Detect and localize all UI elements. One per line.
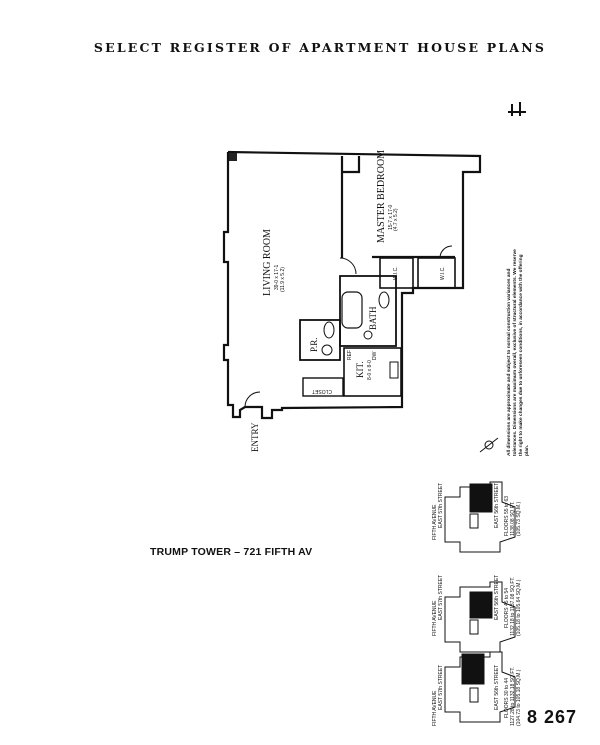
scale-bar-icon [508,102,526,116]
street-south-label: EAST 56th STREET [494,574,500,620]
kitchen [343,347,402,397]
page-title: SELECT REGISTER OF APARTMENT HOUSE PLANS [93,40,547,55]
wic-label: W.I.C. [393,266,399,280]
street-north-label: EAST 57th STREET [438,482,444,528]
street-south-label: EAST 56th STREET [494,664,500,710]
dw-label: DW [372,351,378,360]
page-number: 8 267 [527,707,578,727]
street-south-label: EAST 56th STREET [494,482,500,528]
area-metric-label: (104.73 to 105.18 SQ.M.) [516,669,522,726]
closet-label: CLOSET [312,388,333,394]
powder-room-label: P.R. [309,337,319,352]
master-bedroom-label: MASTER BEDROOM [376,149,387,243]
kitchen-label: KIT. [355,361,365,378]
bedroom-wall-notch [342,156,361,174]
bedroom-door [339,257,357,275]
north-arrow-icon [479,437,499,453]
living-room-label: LIVING ROOM [262,229,273,296]
bath-room [339,275,397,347]
area-metric-label: (105.73 SQ.M.) [516,501,522,536]
wic-label: W.I.C. [440,266,446,280]
street-north-label: EAST 57th STREET [438,664,444,710]
powder-room [299,319,341,361]
living-room-metric: (11.9 x 5.2) [280,267,286,292]
closet [302,377,344,397]
wic-door [439,245,453,259]
entry-door [244,391,261,408]
street-north-label: EAST 57th STREET [438,574,444,620]
bathtub [341,291,363,329]
bath-label: BATH [368,306,378,330]
key-plan-drawings [444,481,516,723]
ref-label: REF [347,350,353,360]
master-bedroom-metric: (4.7 x 5.2) [393,208,399,231]
entry-label: ENTRY [250,422,260,452]
disclaimer-notes: All dimensions are approximate and subje… [507,249,530,456]
building-caption: TRUMP TOWER – 721 FIFTH AV [150,546,313,558]
kitchen-dims: 8-0 x 8-0 [367,360,373,380]
wic-2 [417,257,456,289]
area-metric-label: (105.18 to 105.64 SQ.M.) [516,579,522,636]
